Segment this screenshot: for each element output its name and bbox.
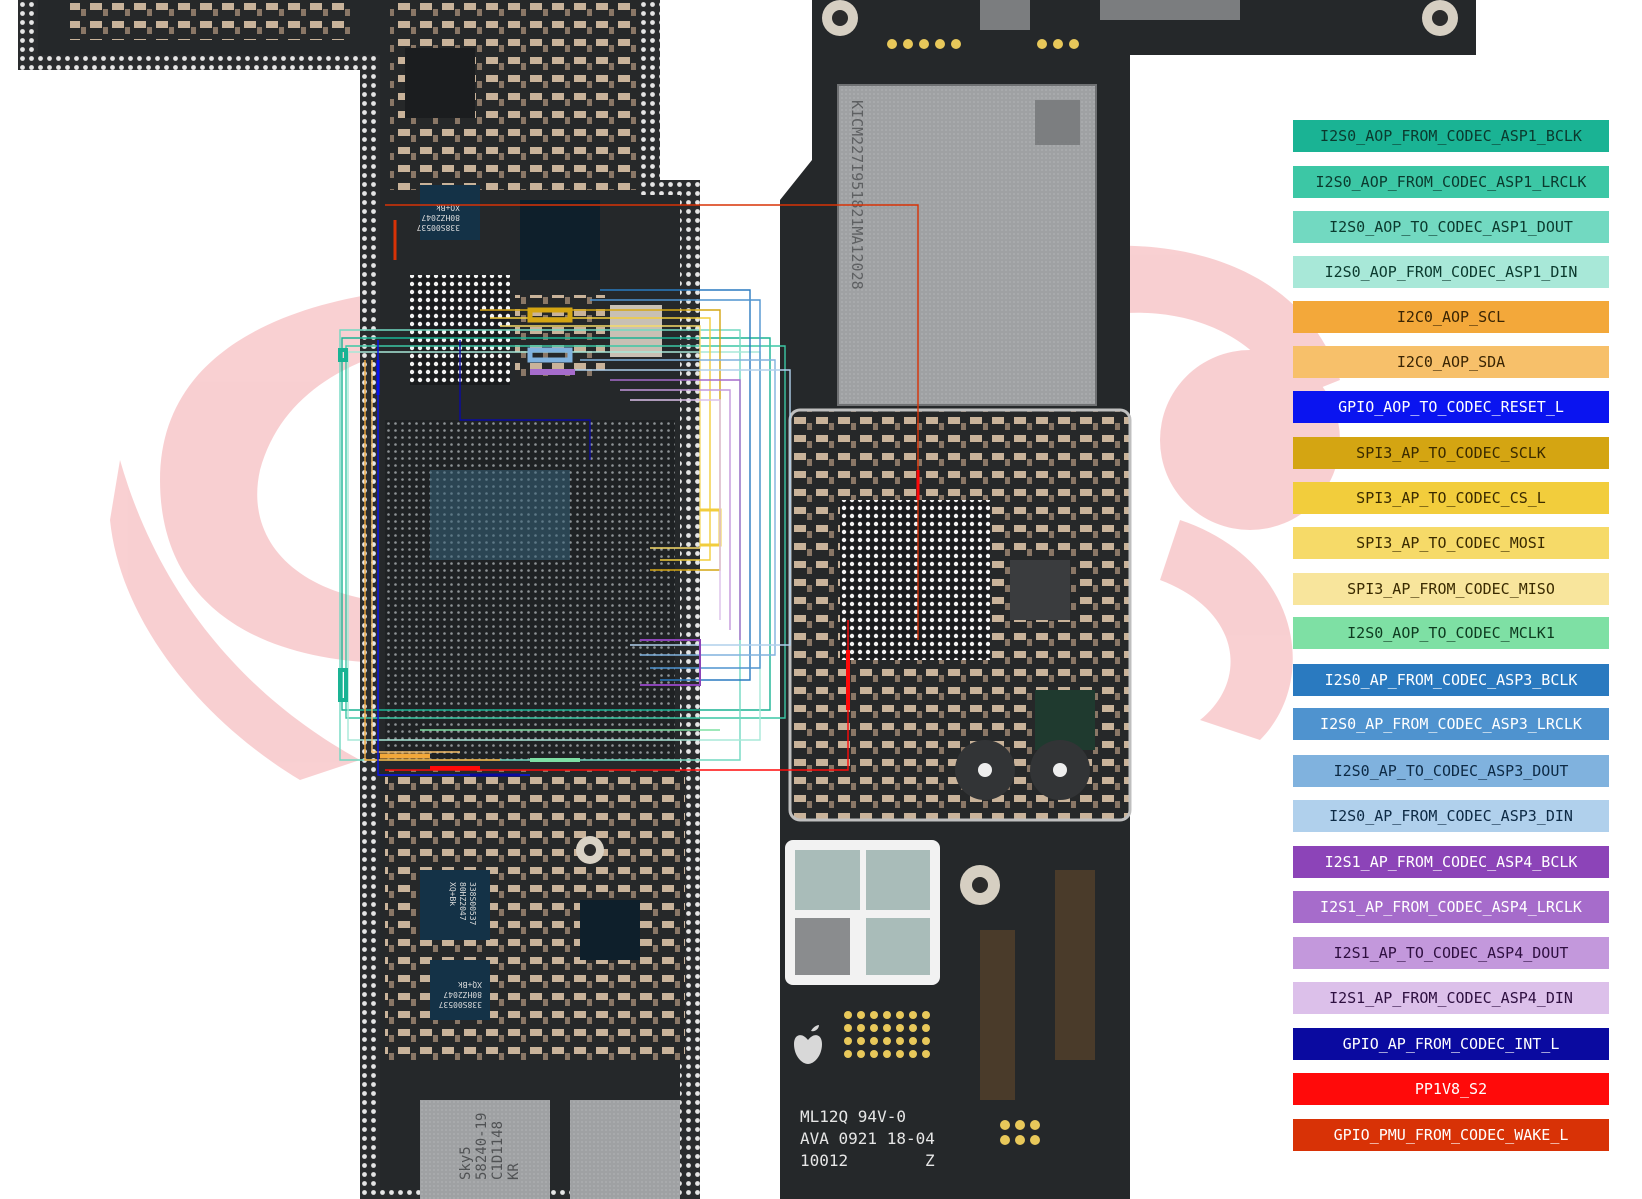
legend-item: SPI3_AP_TO_CODEC_SCLK [1293, 437, 1609, 469]
legend-item: I2S0_AP_FROM_CODEC_ASP3_BCLK [1293, 664, 1609, 696]
legend-item: I2S0_AOP_TO_CODEC_MCLK1 [1293, 617, 1609, 649]
watermark-logo [110, 245, 1340, 780]
legend-item: I2S0_AP_FROM_CODEC_ASP3_LRCLK [1293, 708, 1609, 740]
legend-item: I2S0_AP_TO_CODEC_ASP3_DOUT [1293, 755, 1609, 787]
codec-chip-top: 338S0053780HZ2047XQ+Bk [416, 203, 460, 232]
legend-item: PP1V8_S2 [1293, 1073, 1609, 1105]
svg-text:338S0053780HZ2047XQ+Bk: 338S0053780HZ2047XQ+Bk [448, 882, 477, 926]
legend-item: SPI3_AP_TO_CODEC_CS_L [1293, 482, 1609, 514]
codec-chip-mid: 338S0053780HZ2047XQ+Bk [448, 882, 477, 926]
left-board [18, 0, 700, 1199]
legend-item: GPIO_AOP_TO_CODEC_RESET_L [1293, 391, 1609, 423]
signal-traces [338, 204, 920, 777]
legend-item: I2C0_AOP_SCL [1293, 301, 1609, 333]
sky-shield-label: Sky558240-19C1D1148KR [458, 1113, 522, 1180]
legend-item: I2S0_AP_FROM_CODEC_ASP3_DIN [1293, 800, 1609, 832]
codec-chip-low: 338S0053780HZ2047XQ+Bk [438, 980, 482, 1009]
apple-logo-icon [794, 1025, 822, 1064]
legend-item: I2S1_AP_FROM_CODEC_ASP4_LRCLK [1293, 891, 1609, 923]
legend-item: I2S0_AOP_FROM_CODEC_ASP1_DIN [1293, 256, 1609, 288]
legend-item: I2S1_AP_TO_CODEC_ASP4_DOUT [1293, 937, 1609, 969]
svg-text:Sky558240-19C1D1148KR: Sky558240-19C1D1148KR [458, 1113, 522, 1180]
svg-text:338S0053780HZ2047XQ+Bk: 338S0053780HZ2047XQ+Bk [438, 980, 482, 1009]
legend-item: SPI3_AP_TO_CODEC_MOSI [1293, 527, 1609, 559]
legend-item: SPI3_AP_FROM_CODEC_MISO [1293, 573, 1609, 605]
legend-item: I2S0_AOP_FROM_CODEC_ASP1_LRCLK [1293, 166, 1609, 198]
legend-item: I2S0_AOP_TO_CODEC_ASP1_DOUT [1293, 211, 1609, 243]
legend-item: GPIO_PMU_FROM_CODEC_WAKE_L [1293, 1119, 1609, 1151]
legend-item: I2C0_AOP_SDA [1293, 346, 1609, 378]
nand-side-label: KICM227I951821MA12028 [848, 100, 866, 290]
legend-item: I2S1_AP_FROM_CODEC_ASP4_DIN [1293, 982, 1609, 1014]
legend-item: I2S1_AP_FROM_CODEC_ASP4_BCLK [1293, 846, 1609, 878]
svg-text:338S0053780HZ2047XQ+Bk: 338S0053780HZ2047XQ+Bk [416, 203, 460, 232]
legend-item: I2S0_AOP_FROM_CODEC_ASP1_BCLK [1293, 120, 1609, 152]
legend-item: GPIO_AP_FROM_CODEC_INT_L [1293, 1028, 1609, 1060]
